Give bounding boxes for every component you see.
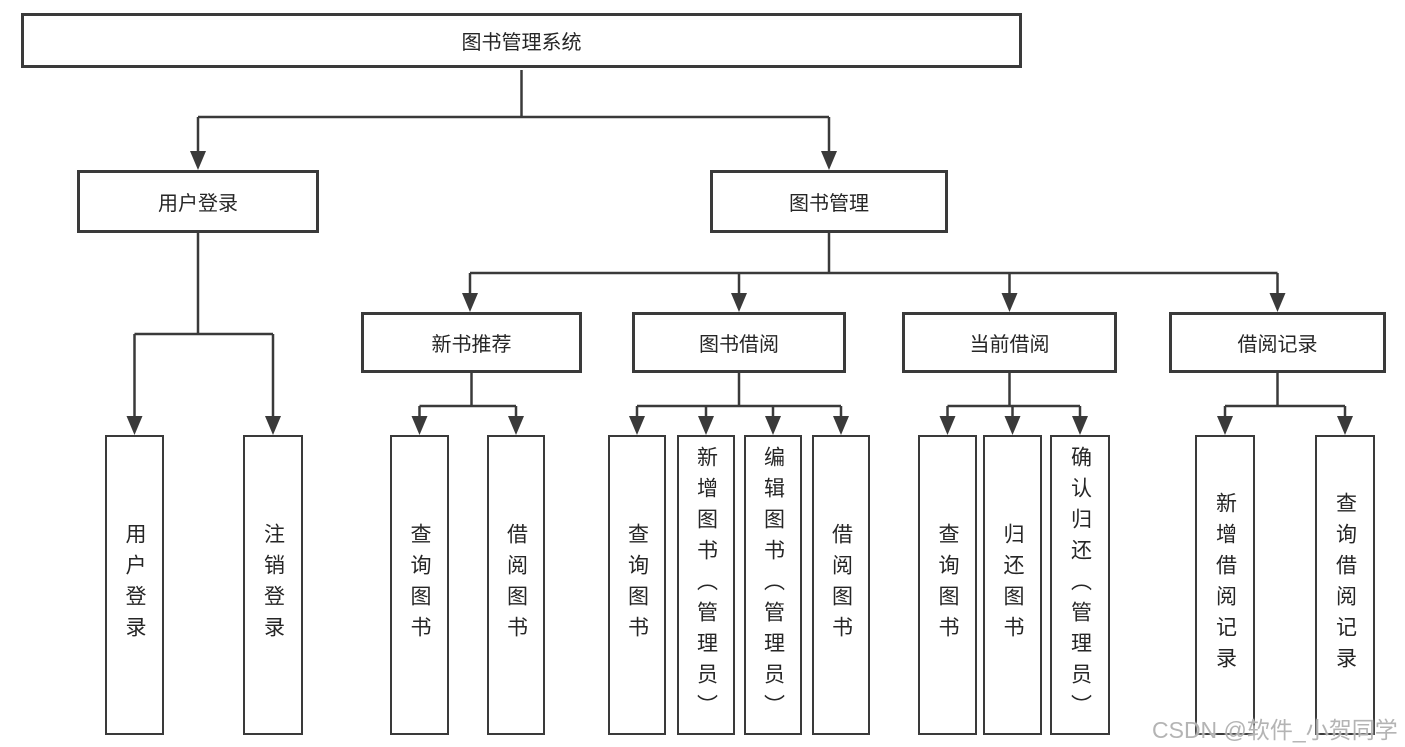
node-library-system: 图书管理系统	[21, 13, 1022, 68]
leaf-edit-book-admin: 编辑图书（管理员）	[744, 435, 802, 735]
leaf-query-book-recommend: 查询图书	[390, 435, 449, 735]
node-new-book-recommend: 新书推荐	[361, 312, 582, 373]
edge-current-to-leaves	[939, 373, 1088, 435]
leaf-label: 借阅图书	[829, 523, 853, 647]
node-book-management: 图书管理	[710, 170, 948, 233]
node-book-borrow: 图书借阅	[632, 312, 846, 373]
node-current-borrow: 当前借阅	[902, 312, 1117, 373]
node-label: 图书管理系统	[461, 32, 582, 54]
leaf-logout: 注销登录	[243, 435, 303, 735]
edge-record-to-leaves	[1217, 373, 1353, 435]
leaf-label: 确认归还（管理员）	[1068, 445, 1092, 725]
leaf-query-book-borrow: 查询图书	[608, 435, 666, 735]
node-label: 新书推荐	[431, 334, 512, 356]
leaf-label: 归还图书	[1001, 523, 1024, 647]
node-borrow-record: 借阅记录	[1169, 312, 1386, 373]
leaf-add-book-admin: 新增图书（管理员）	[677, 435, 735, 735]
edge-recommend-to-leaves	[411, 373, 524, 435]
leaf-user-login: 用户登录	[105, 435, 164, 735]
leaf-label: 用户登录	[123, 523, 146, 647]
leaf-label: 查询图书	[625, 523, 649, 647]
node-label: 当前借阅	[969, 334, 1050, 356]
edge-root-to-level2	[190, 70, 837, 170]
leaf-borrow-book-recommend: 借阅图书	[487, 435, 545, 735]
edge-userlogin-to-leaves	[126, 233, 281, 435]
node-label: 图书管理	[789, 193, 869, 215]
edge-bookmgmt-to-level3	[462, 233, 1286, 312]
leaf-label: 查询图书	[408, 523, 431, 647]
leaf-label: 新增借阅记录	[1213, 492, 1237, 678]
node-label: 用户登录	[158, 193, 238, 215]
leaf-label: 注销登录	[261, 523, 285, 647]
leaf-label: 编辑图书（管理员）	[761, 445, 785, 725]
leaf-add-borrow-record: 新增借阅记录	[1195, 435, 1255, 735]
edge-borrow-to-leaves	[629, 373, 849, 435]
leaf-return-book: 归还图书	[983, 435, 1042, 735]
leaf-borrow-book: 借阅图书	[812, 435, 870, 735]
node-user-login: 用户登录	[77, 170, 319, 233]
leaf-query-book-current: 查询图书	[918, 435, 977, 735]
leaf-confirm-return-admin: 确认归还（管理员）	[1050, 435, 1110, 735]
leaf-label: 查询借阅记录	[1333, 492, 1357, 678]
leaf-label: 借阅图书	[504, 523, 528, 647]
node-label: 图书借阅	[699, 334, 779, 356]
leaf-label: 查询图书	[936, 523, 959, 647]
leaf-query-borrow-record: 查询借阅记录	[1315, 435, 1375, 735]
leaf-label: 新增图书（管理员）	[694, 445, 718, 725]
node-label: 借阅记录	[1237, 334, 1318, 356]
